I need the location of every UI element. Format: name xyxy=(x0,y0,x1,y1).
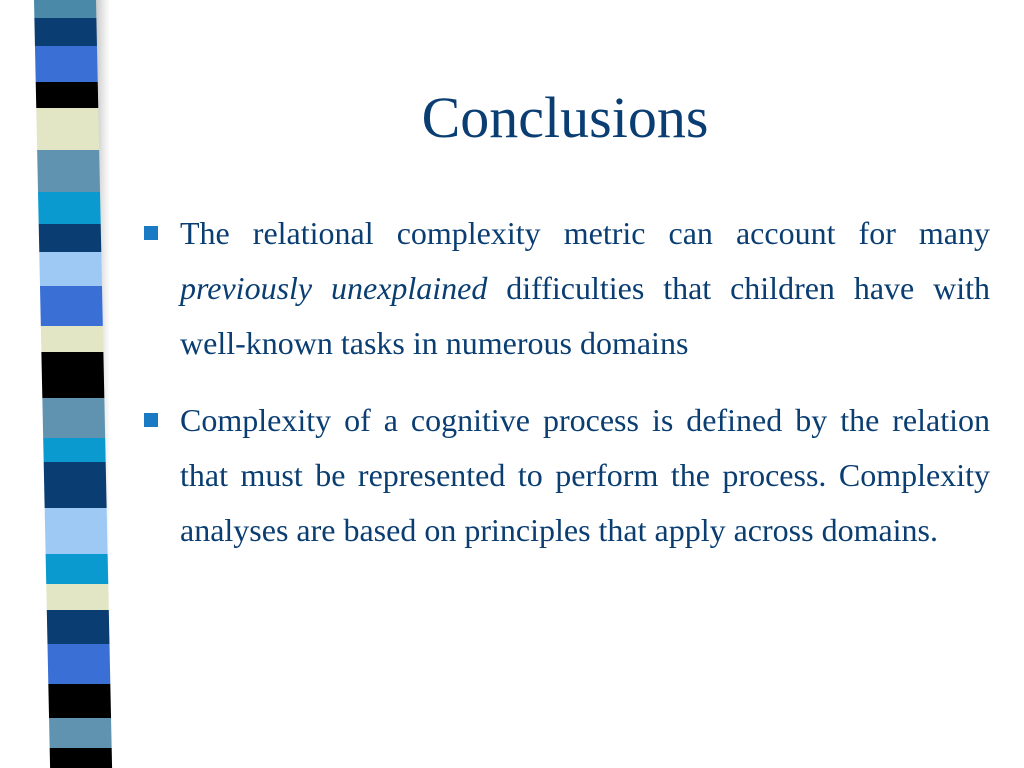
bullet-text: Complexity of a cognitive process is def… xyxy=(180,393,990,558)
stripe xyxy=(39,286,103,326)
stripe xyxy=(39,252,102,286)
stripe xyxy=(34,18,97,46)
slide-title: Conclusions xyxy=(421,85,709,150)
bullet-text: The relational complexity metric can acc… xyxy=(180,206,990,371)
stripe xyxy=(49,748,113,768)
bullet-text-italic: previously unexplained xyxy=(180,270,488,306)
stripe xyxy=(45,554,109,584)
square-bullet-icon xyxy=(144,413,158,427)
stripe xyxy=(37,150,101,192)
stripe xyxy=(40,326,104,352)
bullet-item: Complexity of a cognitive process is def… xyxy=(144,393,990,558)
stripe xyxy=(46,584,109,610)
stripe xyxy=(44,508,108,554)
stripe xyxy=(43,438,106,462)
stripe xyxy=(48,684,112,718)
stripe xyxy=(34,46,98,82)
bullet-item: The relational complexity metric can acc… xyxy=(144,206,990,371)
stripe xyxy=(38,224,102,252)
stripe xyxy=(46,610,110,644)
bullet-text-segment: Complexity of a cognitive process is def… xyxy=(180,402,990,548)
stripe xyxy=(35,82,99,108)
stripe xyxy=(41,352,105,398)
stripe xyxy=(49,718,112,748)
stripe xyxy=(38,192,101,224)
stripe xyxy=(34,0,97,18)
stripe xyxy=(43,462,107,508)
bullet-text-segment: The relational complexity metric can acc… xyxy=(180,215,990,251)
bullet-text-segment: difficulties that children have with wel… xyxy=(180,270,991,361)
stripe xyxy=(42,398,106,438)
stripe xyxy=(36,108,100,150)
square-bullet-icon xyxy=(144,226,158,240)
bullet-list: The relational complexity metric can acc… xyxy=(144,206,990,580)
stripe xyxy=(47,644,111,684)
